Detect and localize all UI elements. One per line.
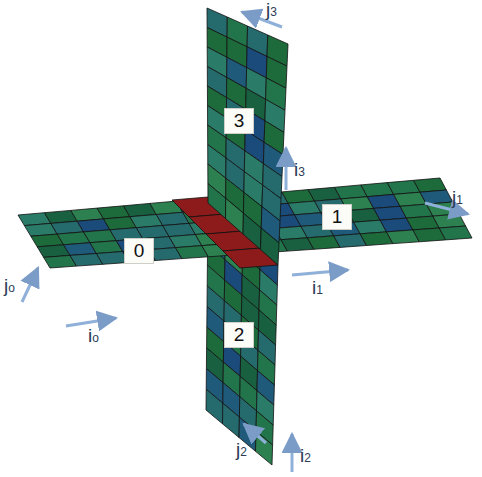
mesh-cell <box>439 226 472 240</box>
plane-number: 3 <box>234 110 245 132</box>
plane-number-box: 1 <box>322 204 352 230</box>
mesh-plane <box>207 8 288 265</box>
mesh-plane <box>206 203 278 465</box>
axis-label: i2 <box>300 446 311 465</box>
axis-label: jo <box>4 276 15 295</box>
axis-label: i3 <box>294 160 305 179</box>
plane-number: 0 <box>134 240 145 262</box>
plane-number-box: 0 <box>124 238 154 264</box>
axis-label: i1 <box>312 278 323 297</box>
mesh-cell <box>420 190 453 204</box>
axis-label: j2 <box>236 440 247 459</box>
mesh-cell <box>208 184 226 219</box>
plane-number: 2 <box>234 324 245 346</box>
plane-number-box: 2 <box>224 322 254 348</box>
mesh-cell <box>226 198 244 234</box>
plane-number: 1 <box>332 206 343 228</box>
mesh-cell <box>261 228 280 265</box>
axis-label: j3 <box>266 0 277 19</box>
mesh-cell <box>243 213 261 249</box>
direction-arrows <box>22 12 468 472</box>
axis-label: j1 <box>452 188 463 207</box>
mesh-cell <box>433 214 466 228</box>
mesh-cell <box>223 403 240 437</box>
axis-label: io <box>88 326 99 345</box>
plane-number-box: 3 <box>224 108 254 134</box>
mesh-cell <box>206 389 223 424</box>
